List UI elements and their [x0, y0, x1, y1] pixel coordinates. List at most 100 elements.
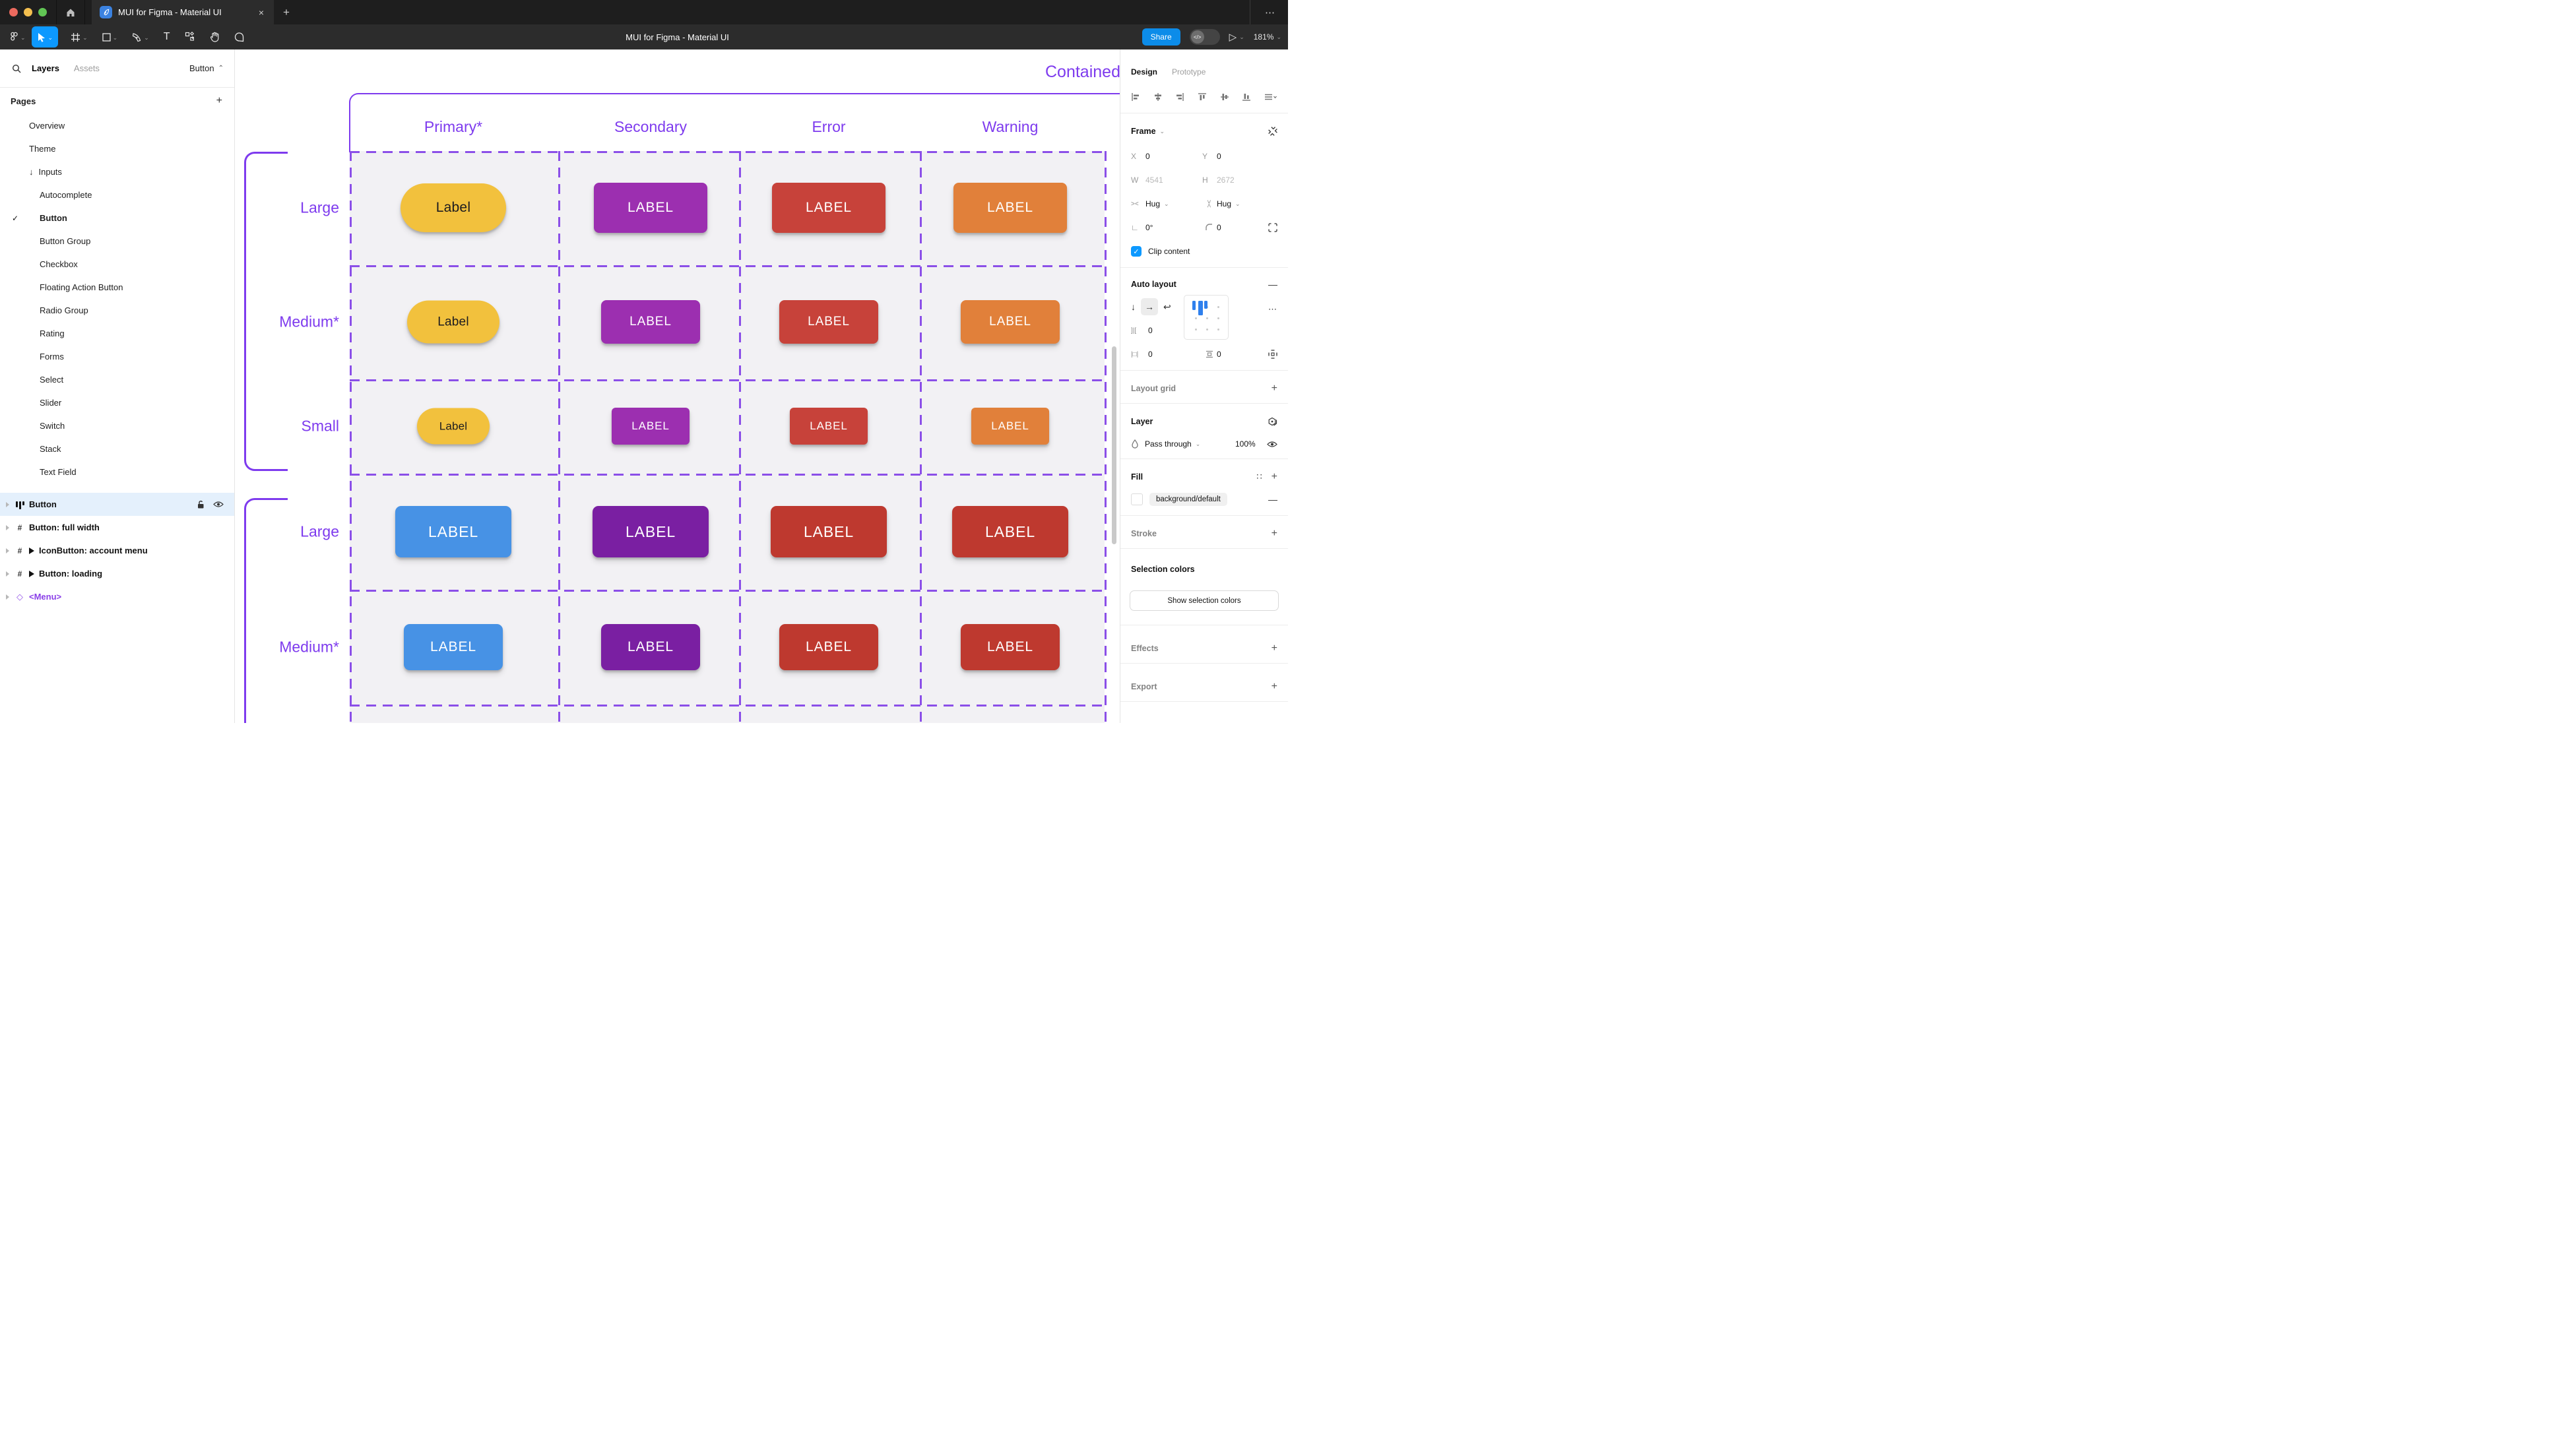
- frame-section-title[interactable]: Frame: [1131, 127, 1156, 136]
- blend-mode-dropdown[interactable]: Pass through: [1145, 439, 1192, 449]
- dev-mode-toggle[interactable]: </>: [1189, 29, 1220, 45]
- canvas-button-small-primary[interactable]: Label: [417, 408, 490, 445]
- canvas-button-large-primary[interactable]: LABEL: [395, 506, 511, 557]
- frame-tool-button[interactable]: ⌄: [66, 24, 92, 49]
- sidebar-page-radio-group[interactable]: Radio Group: [0, 299, 234, 322]
- tab-prototype[interactable]: Prototype: [1172, 67, 1206, 77]
- vertical-padding-field[interactable]: 0: [1217, 350, 1221, 359]
- direction-horizontal-icon-selected[interactable]: →: [1141, 298, 1158, 315]
- expand-chevron-icon[interactable]: [6, 524, 9, 530]
- canvas-scrollbar[interactable]: [1112, 346, 1116, 544]
- fill-color-swatch[interactable]: [1131, 493, 1143, 505]
- canvas-button-large-error[interactable]: LABEL: [771, 506, 887, 557]
- independent-corners-icon[interactable]: [1268, 223, 1277, 232]
- canvas-button-medium-primary[interactable]: LABEL: [404, 624, 503, 670]
- sidebar-page-button[interactable]: ✓Button: [0, 206, 234, 230]
- frame-title-label[interactable]: Contained: [1045, 63, 1120, 81]
- corner-radius-field[interactable]: 0: [1217, 223, 1221, 232]
- canvas-button-large-error[interactable]: LABEL: [772, 183, 886, 233]
- hand-tool-button[interactable]: [205, 24, 224, 49]
- canvas-button-small-secondary[interactable]: LABEL: [612, 408, 690, 445]
- search-icon[interactable]: [12, 64, 21, 73]
- y-field[interactable]: 0: [1217, 152, 1221, 161]
- maximize-window-button[interactable]: [38, 8, 47, 16]
- sidebar-page-rating[interactable]: Rating: [0, 322, 234, 345]
- blend-mode-icon[interactable]: [1268, 417, 1277, 427]
- gap-field[interactable]: 0: [1148, 326, 1153, 335]
- expand-chevron-icon[interactable]: [6, 548, 9, 553]
- add-effect-icon[interactable]: +: [1271, 643, 1277, 654]
- sidebar-page-select[interactable]: Select: [0, 368, 234, 391]
- align-horizontal-center-icon[interactable]: [1153, 92, 1163, 102]
- opacity-field[interactable]: 100%: [1235, 439, 1256, 449]
- tab-assets[interactable]: Assets: [73, 63, 100, 73]
- present-button[interactable]: ▷ ⌄: [1229, 31, 1244, 43]
- tab-layers[interactable]: Layers: [32, 63, 59, 73]
- add-stroke-icon[interactable]: +: [1271, 528, 1277, 539]
- sidebar-page-text-field[interactable]: Text Field: [0, 460, 234, 484]
- remove-fill-icon[interactable]: —: [1268, 494, 1277, 505]
- layer-row-button[interactable]: Button: [0, 493, 234, 516]
- zoom-level-dropdown[interactable]: 181% ⌄: [1254, 32, 1281, 42]
- align-left-icon[interactable]: [1131, 92, 1140, 102]
- minimize-window-button[interactable]: [24, 8, 32, 16]
- hug-horizontal-dropdown[interactable]: Hug: [1145, 199, 1161, 208]
- show-selection-colors-button[interactable]: Show selection colors: [1130, 590, 1279, 611]
- layer-row-button-full-width[interactable]: #Button: full width: [0, 516, 234, 539]
- sidebar-page-overview[interactable]: Overview: [0, 114, 234, 137]
- width-field[interactable]: 4541: [1145, 175, 1163, 185]
- individual-padding-icon[interactable]: [1268, 350, 1277, 359]
- layer-row-button-loading[interactable]: #Button: loading: [0, 562, 234, 585]
- fill-style-chip[interactable]: background/default: [1149, 493, 1227, 506]
- canvas-button-small-error[interactable]: LABEL: [790, 408, 868, 445]
- document-tab[interactable]: MUI for Figma - Material UI ×: [92, 0, 274, 24]
- tab-close-icon[interactable]: ×: [258, 7, 264, 18]
- horizontal-padding-field[interactable]: 0: [1148, 350, 1153, 359]
- document-title[interactable]: MUI for Figma - Material UI: [626, 32, 729, 42]
- canvas-button-medium-error[interactable]: LABEL: [779, 300, 878, 344]
- sidebar-page-slider[interactable]: Slider: [0, 391, 234, 414]
- add-fill-icon[interactable]: +: [1271, 471, 1277, 482]
- comment-tool-button[interactable]: [230, 24, 249, 49]
- pen-tool-button[interactable]: ⌄: [127, 24, 154, 49]
- fill-row[interactable]: background/default —: [1131, 491, 1277, 507]
- sidebar-page-inputs[interactable]: ↓Inputs: [0, 160, 234, 183]
- canvas-button-large-secondary[interactable]: LABEL: [594, 183, 707, 233]
- sidebar-page-theme[interactable]: Theme: [0, 137, 234, 160]
- sidebar-page-forms[interactable]: Forms: [0, 345, 234, 368]
- move-tool-button[interactable]: ⌄: [31, 26, 59, 47]
- direction-vertical-icon[interactable]: ↓: [1131, 301, 1136, 312]
- clip-content-checkbox[interactable]: ✓: [1131, 246, 1142, 257]
- unlock-icon[interactable]: [197, 500, 205, 509]
- canvas-button-medium-secondary[interactable]: LABEL: [601, 624, 700, 670]
- height-field[interactable]: 2672: [1217, 175, 1235, 185]
- layer-row--menu-[interactable]: ◇<Menu>: [0, 585, 234, 608]
- canvas-button-medium-primary[interactable]: Label: [407, 300, 499, 344]
- canvas-button-large-warning[interactable]: LABEL: [953, 183, 1067, 233]
- styles-icon[interactable]: ∷: [1256, 472, 1262, 482]
- add-layout-grid-icon[interactable]: +: [1271, 383, 1277, 394]
- clip-content-row[interactable]: ✓ Clip content: [1131, 243, 1277, 259]
- auto-layout-alignment-widget[interactable]: [1184, 295, 1229, 340]
- canvas-button-medium-warning[interactable]: LABEL: [961, 624, 1060, 670]
- add-page-icon[interactable]: +: [216, 95, 222, 106]
- distribute-more-icon[interactable]: [1264, 92, 1277, 102]
- wrap-icon[interactable]: ↩: [1163, 301, 1171, 312]
- layer-row-iconbutton-account-menu[interactable]: #IconButton: account menu: [0, 539, 234, 562]
- expand-chevron-icon[interactable]: [6, 501, 9, 507]
- canvas-button-medium-error[interactable]: LABEL: [779, 624, 878, 670]
- sidebar-page-checkbox[interactable]: Checkbox: [0, 253, 234, 276]
- expand-chevron-icon[interactable]: [6, 594, 9, 600]
- share-button[interactable]: Share: [1142, 28, 1180, 46]
- auto-layout-more-icon[interactable]: ⋯: [1268, 304, 1277, 314]
- sidebar-page-autocomplete[interactable]: Autocomplete: [0, 183, 234, 206]
- canvas-button-large-secondary[interactable]: LABEL: [593, 506, 709, 557]
- canvas-button-small-warning[interactable]: LABEL: [971, 408, 1049, 445]
- titlebar-more-icon[interactable]: ⋯: [1250, 0, 1276, 24]
- shape-tool-button[interactable]: ⌄: [98, 24, 123, 49]
- resources-tool-button[interactable]: [180, 24, 200, 49]
- visibility-eye-icon[interactable]: [213, 501, 224, 508]
- canvas-button-large-primary[interactable]: Label: [401, 183, 506, 232]
- add-export-icon[interactable]: +: [1271, 681, 1277, 692]
- hug-vertical-dropdown[interactable]: Hug: [1217, 199, 1232, 208]
